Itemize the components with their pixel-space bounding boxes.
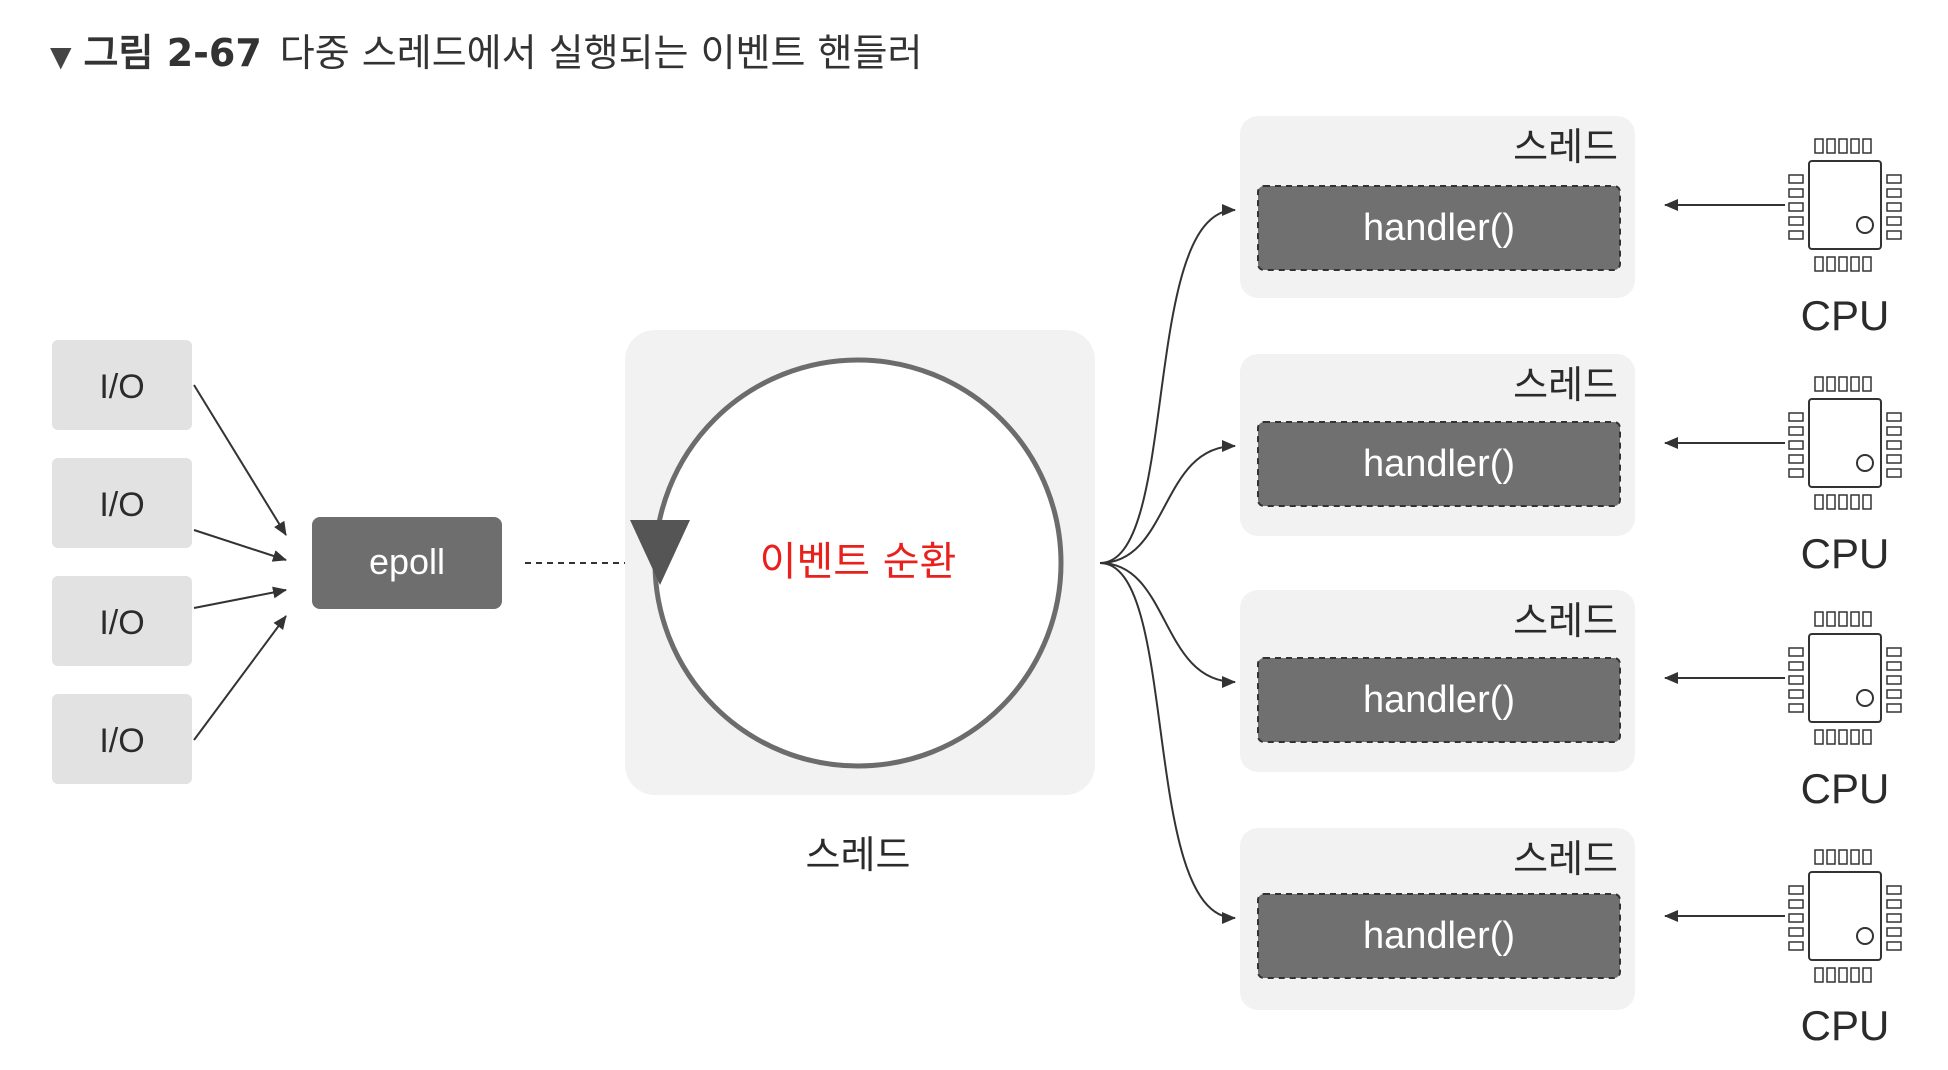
event-loop-thread: 이벤트 순환 스레드 xyxy=(625,330,1095,877)
worker-thread-label: 스레드 xyxy=(1513,363,1618,407)
dispatch-arrow xyxy=(1099,204,1236,564)
worker-thread-label: 스레드 xyxy=(1513,125,1618,169)
io-box: I/O xyxy=(52,340,192,430)
worker-thread: 스레드 handler() xyxy=(1240,828,1635,1010)
handler-label: handler() xyxy=(1363,207,1515,249)
figure-caption: ▼ 그림 2-67 다중 스레드에서 실행되는 이벤트 핸들러 xyxy=(50,22,922,77)
io-to-epoll-arrow xyxy=(193,384,287,536)
cpu-chip-icon xyxy=(1788,376,1902,510)
io-to-epoll-arrow xyxy=(193,586,287,609)
handler-label: handler() xyxy=(1363,915,1515,957)
io-box: I/O xyxy=(52,694,192,784)
cpu-label: CPU xyxy=(1801,530,1890,577)
loop-direction-arrow xyxy=(630,520,690,585)
epoll-label: epoll xyxy=(369,541,445,582)
worker-thread: 스레드 handler() xyxy=(1240,354,1635,536)
io-box: I/O xyxy=(52,458,192,548)
event-loop-label: 이벤트 순환 xyxy=(760,539,957,585)
io-label: I/O xyxy=(99,604,144,642)
io-label: I/O xyxy=(99,368,144,406)
io-label: I/O xyxy=(99,486,144,524)
cpu-label: CPU xyxy=(1801,1002,1890,1049)
worker-thread: 스레드 handler() xyxy=(1240,590,1635,772)
figure-title: 다중 스레드에서 실행되는 이벤트 핸들러 xyxy=(279,31,923,75)
cpu-chip-icon xyxy=(1788,849,1902,983)
triangle-down-icon: ▼ xyxy=(50,40,72,73)
io-box: I/O xyxy=(52,576,192,666)
io-label: I/O xyxy=(99,722,144,760)
cpu-label: CPU xyxy=(1801,765,1890,812)
event-loop-thread-label: 스레드 xyxy=(806,833,911,877)
cpu-chip-icon xyxy=(1788,611,1902,745)
cpu-chip-icon xyxy=(1788,138,1902,272)
worker-thread-label: 스레드 xyxy=(1513,837,1618,881)
worker-thread: 스레드 handler() xyxy=(1240,116,1635,298)
dispatch-arrow xyxy=(1099,562,1236,924)
handler-label: handler() xyxy=(1363,443,1515,485)
epoll-box: epoll xyxy=(312,517,502,609)
dispatch-arrow xyxy=(1099,562,1236,688)
io-to-epoll-arrow xyxy=(193,615,287,741)
io-to-epoll-arrow xyxy=(193,529,287,562)
handler-label: handler() xyxy=(1363,679,1515,721)
dispatch-arrow xyxy=(1099,440,1236,564)
figure-number: 그림 2-67 xyxy=(83,31,262,75)
cpu-label: CPU xyxy=(1801,292,1890,339)
worker-thread-label: 스레드 xyxy=(1513,599,1618,643)
